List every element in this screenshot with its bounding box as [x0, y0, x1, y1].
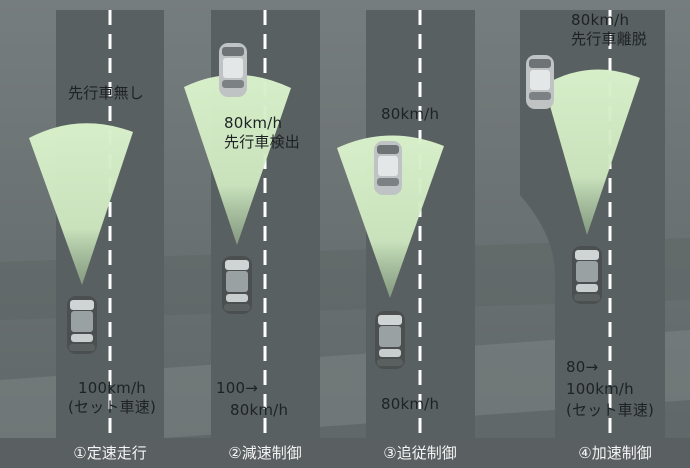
panel-2-speed-from: 100→ [216, 379, 258, 397]
panel-4-lead-status: 先行車離脱 [571, 30, 648, 48]
own-car-2 [222, 256, 252, 314]
panel-4-lead-speed: 80km/h [571, 11, 630, 29]
panel-1-speed-note: (セット車速) [67, 398, 157, 416]
radar-fan-4 [544, 69, 640, 235]
own-car-1 [67, 296, 97, 354]
radar-fan-1 [29, 123, 133, 285]
panel-4-speed-to: 100km/h [566, 380, 634, 398]
lead-car-4 [526, 55, 554, 109]
panel-2-lead-speed: 80km/h [224, 114, 283, 132]
road-horizon-band [0, 238, 690, 320]
panel-4-speed-from: 80→ [566, 358, 599, 376]
panel-2-lead-status: 先行車検出 [224, 133, 301, 151]
panel-1-speed: 100km/h [78, 379, 146, 397]
panel-4-speed-note: (セット車速) [566, 401, 655, 419]
panel-4-caption: ④加速制御 [578, 444, 652, 462]
radar-fan-2 [184, 74, 291, 245]
radar-fan-3 [337, 135, 444, 298]
panel-1-caption: ①定速走行 [73, 444, 147, 462]
panel-3-speed: 80km/h [381, 395, 440, 413]
panel-1-lead-status: 先行車無し [68, 84, 145, 102]
road-shoulder [0, 330, 690, 450]
panel-3-lead-speed: 80km/h [381, 105, 440, 123]
own-car-3 [375, 311, 405, 369]
panel-2-caption: ②減速制御 [228, 444, 302, 462]
lead-car-2 [219, 43, 247, 97]
own-car-4 [572, 246, 602, 304]
panel-3-caption: ③追従制御 [383, 444, 457, 462]
caption-band [0, 438, 690, 468]
panel-2-speed-to: 80km/h [230, 401, 289, 419]
lead-car-3 [374, 141, 402, 195]
